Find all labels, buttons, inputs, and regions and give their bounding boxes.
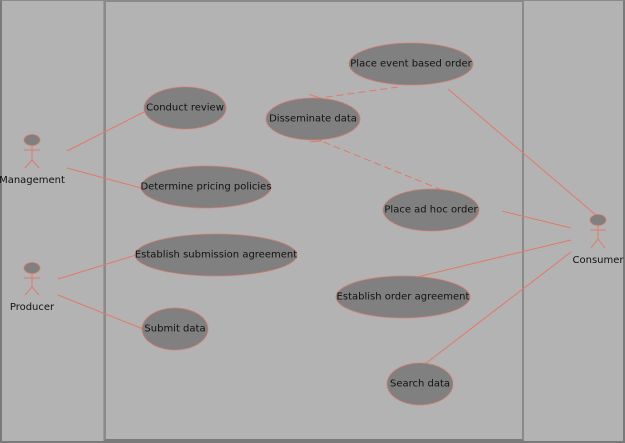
use-case-submit-data[interactable]: Submit data [141, 307, 209, 351]
association-consumer-establish-order-agreement [416, 239, 572, 278]
association-management-determine-pricing [66, 167, 142, 189]
stick-figure-icon [23, 262, 41, 296]
actor-management[interactable]: Management [0, 134, 65, 187]
actor-label: Consumer [573, 255, 625, 266]
association-producer-submit-data [57, 294, 144, 330]
use-case-label: Search data [390, 379, 450, 390]
use-case-determine-pricing-policies[interactable]: Determine pricing policies [140, 165, 272, 209]
stick-figure-icon [23, 134, 41, 169]
association-consumer-search-data [424, 251, 572, 365]
use-case-establish-submission-agreement[interactable]: Establish submission agreement [134, 233, 298, 277]
use-case-place-ad-hoc-order[interactable]: Place ad hoc order [382, 188, 480, 232]
use-case-label: Conduct review [146, 103, 224, 114]
actor-lane-left [2, 1, 104, 441]
association-producer-establish-submission [57, 254, 137, 280]
stick-figure-icon [589, 214, 607, 249]
association-consumer-place-adhoc-order [501, 210, 572, 229]
use-case-establish-order-agreement[interactable]: Establish order agreement [335, 275, 471, 319]
use-case-label: Establish submission agreement [135, 250, 297, 261]
dependency-event-order-to-disseminate [320, 86, 399, 98]
actor-consumer[interactable]: Consumer [573, 214, 625, 267]
association-management-conduct-review [66, 110, 147, 152]
use-case-search-data[interactable]: Search data [386, 362, 454, 406]
use-case-label: Determine pricing policies [140, 182, 271, 193]
use-case-conduct-review[interactable]: Conduct review [143, 86, 227, 130]
actor-label: Management [0, 175, 65, 186]
use-case-disseminate-data[interactable]: Disseminate data [265, 97, 361, 141]
use-case-label: Establish order agreement [337, 292, 470, 303]
use-case-label: Submit data [144, 324, 205, 335]
association-consumer-place-event-order [447, 88, 598, 217]
use-case-place-event-based-order[interactable]: Place event based order [348, 42, 474, 86]
use-case-label: Place event based order [350, 59, 472, 70]
use-case-label: Place ad hoc order [384, 205, 478, 216]
dependency-adhoc-order-to-disseminate [321, 141, 443, 191]
actor-producer[interactable]: Producer [10, 262, 55, 314]
actor-label: Producer [10, 302, 55, 313]
use-case-label: Disseminate data [269, 114, 357, 125]
